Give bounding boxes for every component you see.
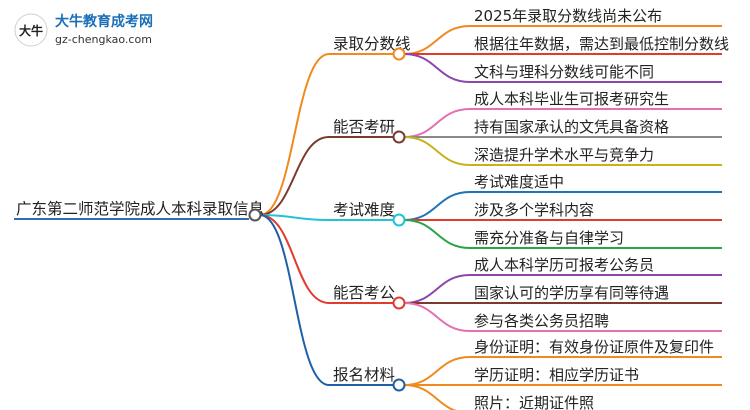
leaf-label: 文科与理科分数线可能不同 [474, 63, 654, 81]
branch-connector [259, 53, 330, 216]
root-node-label: 广东第二师范学院成人本科录取信息 [16, 199, 264, 218]
branch-collapse-toggle-icon[interactable] [392, 378, 406, 392]
branch-collapse-toggle-icon[interactable] [392, 130, 406, 144]
branch-connector [259, 214, 330, 386]
mindmap-nodes: 广东第二师范学院成人本科录取信息 录取分数线 2025年录取分数线尚未公布根据往年数… [16, 7, 729, 410]
logo-site-name: 大牛教育成考网 [55, 13, 153, 30]
leaf-label: 国家认可的学历享有同等待遇 [474, 284, 669, 302]
leaf-label: 成人本科毕业生可报考研究生 [474, 90, 669, 108]
branch-connector [259, 136, 330, 216]
leaf-connector [403, 191, 471, 221]
leaf-label: 身份证明：有效身份证原件及复印件 [474, 338, 714, 356]
branch-collapse-toggle-icon[interactable] [392, 213, 406, 227]
mindmap-edges [14, 25, 722, 410]
branch-label: 录取分数线 [333, 35, 411, 53]
leaf-connector [403, 219, 471, 249]
site-logo[interactable]: 大牛 大牛教育成考网 gz-chengkao.com [14, 13, 153, 47]
leaf-connector [403, 274, 471, 304]
branch-label: 考试难度 [333, 201, 395, 219]
leaf-connector [403, 356, 471, 386]
leaf-connector [403, 302, 471, 332]
leaf-label: 照片：近期证件照 [474, 394, 594, 410]
branch-label: 能否考公 [333, 284, 395, 302]
leaf-label: 需充分准备与自律学习 [474, 229, 624, 247]
leaf-label: 参与各类公务员招聘 [474, 312, 609, 330]
leaf-label: 涉及多个学科内容 [474, 201, 594, 219]
branch-collapse-toggle-icon[interactable] [392, 47, 406, 61]
logo-mark-icon [14, 13, 48, 47]
leaf-label: 成人本科学历可报考公务员 [474, 256, 654, 274]
branch-label: 报名材料 [333, 366, 395, 384]
root-collapse-toggle-icon[interactable] [248, 208, 262, 222]
branch-collapse-toggle-icon[interactable] [392, 296, 406, 310]
leaf-connector [403, 384, 457, 410]
leaf-label: 2025年录取分数线尚未公布 [474, 7, 662, 25]
leaf-label: 考试难度适中 [474, 173, 564, 191]
logo-url: gz-chengkao.com [55, 33, 152, 46]
leaf-label: 根据往年数据，需达到最低控制分数线 [474, 35, 729, 53]
leaf-connector [403, 136, 471, 166]
leaf-label: 持有国家承认的文凭具备资格 [474, 118, 669, 136]
leaf-connector [403, 108, 471, 138]
leaf-connector [403, 53, 471, 83]
leaf-label: 深造提升学术水平与竞争力 [474, 146, 654, 164]
branch-label: 能否考研 [333, 118, 395, 136]
branch-connector [259, 214, 330, 304]
leaf-connector [403, 25, 471, 55]
logo-mark-text: 大牛 [19, 23, 43, 38]
branch-connector [259, 214, 330, 221]
leaf-label: 学历证明：相应学历证书 [474, 366, 639, 384]
